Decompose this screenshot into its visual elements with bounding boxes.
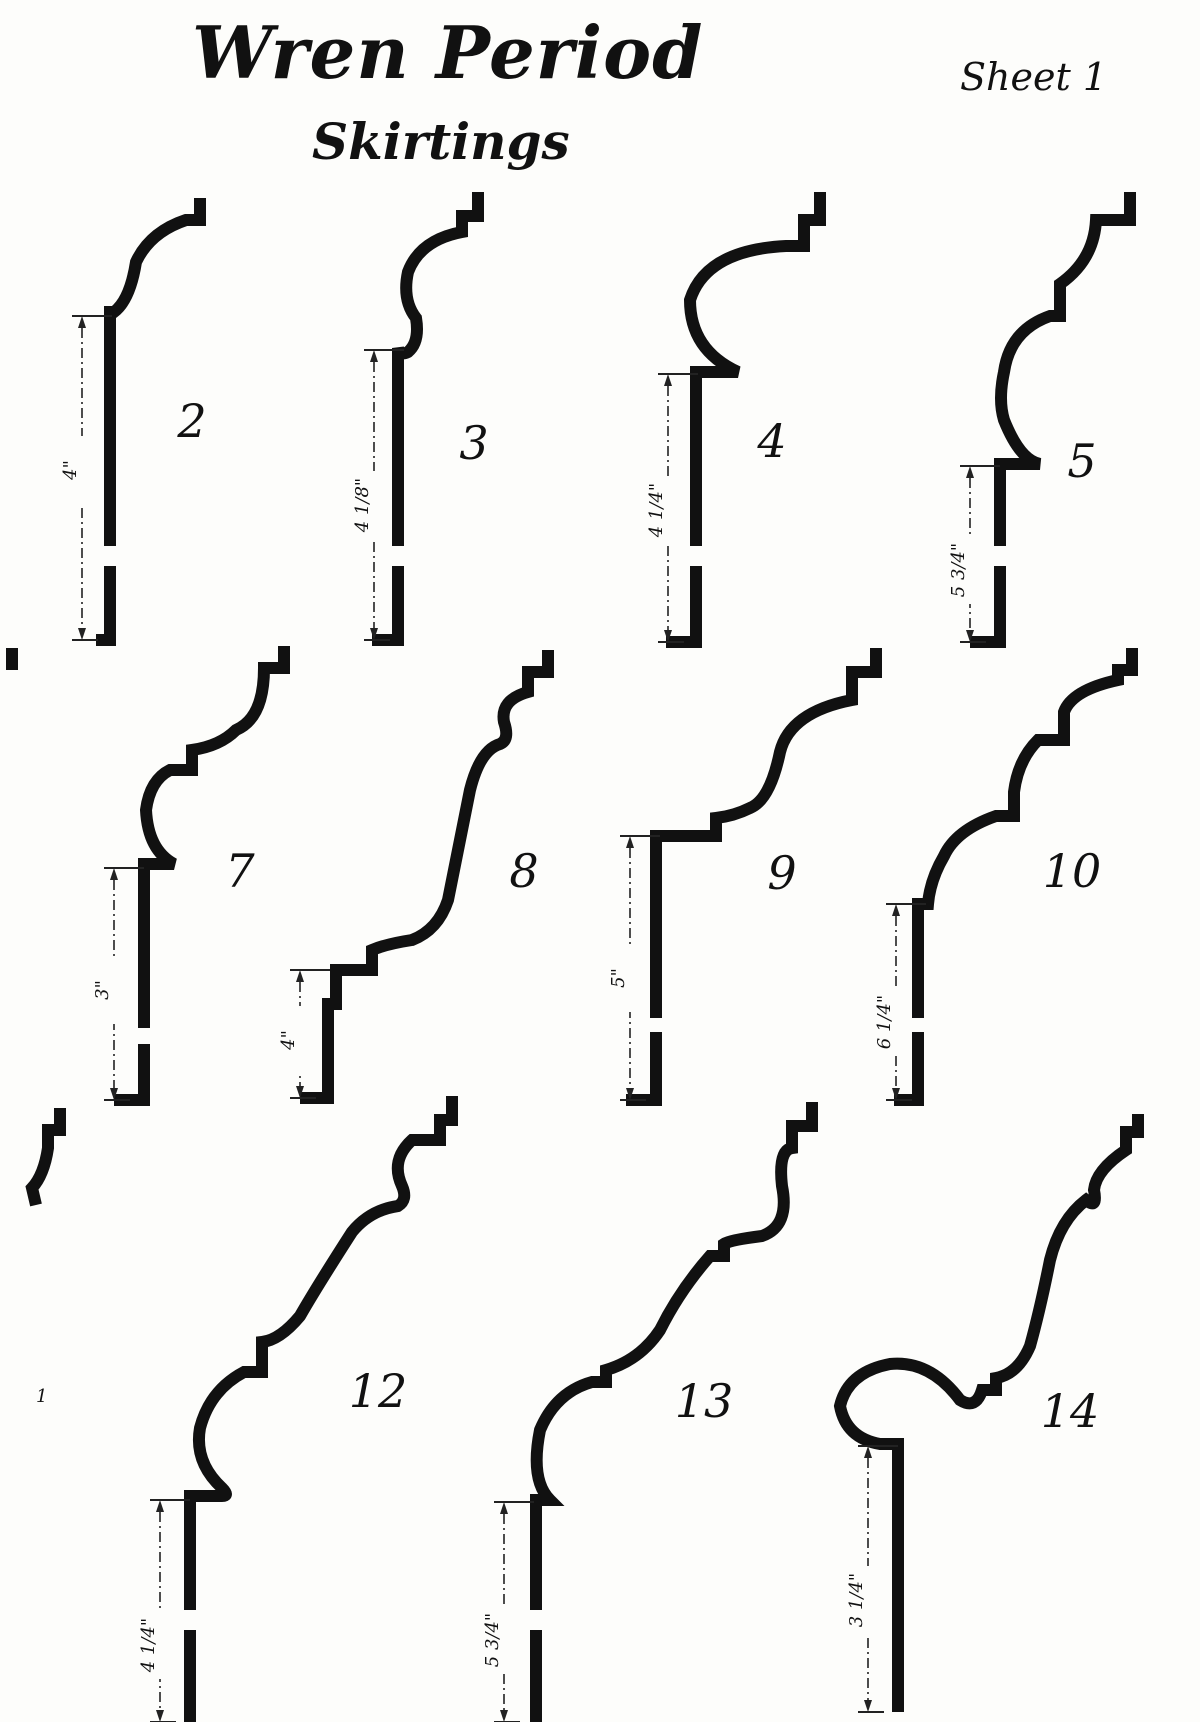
profile-number-2: 2 <box>177 394 207 448</box>
height-dimension-5: 5 3/4" <box>948 465 1000 643</box>
skirting-profile-7: 3" <box>92 646 290 1106</box>
profile-number-13: 13 <box>674 1374 734 1428</box>
arrow-up-icon <box>500 1502 508 1514</box>
dimension-label-backing <box>356 471 376 539</box>
skirting-profile-4: 4 1/4" <box>646 192 826 648</box>
height-dimension-7: 3" <box>92 867 144 1101</box>
dimension-label-2: 4" <box>60 460 81 481</box>
dimension-label-12: 4 1/4" <box>138 1618 159 1673</box>
profile-number-3: 3 <box>459 416 489 470</box>
profile-outline-4 <box>666 192 826 648</box>
arrow-down-icon <box>500 1710 508 1722</box>
dimension-label-13: 5 3/4" <box>482 1613 503 1667</box>
height-dimension-8: 4" <box>278 969 330 1099</box>
edge-fragment-number: 1 <box>36 1386 47 1407</box>
arrow-up-icon <box>664 374 672 386</box>
arrow-up-icon <box>156 1500 164 1512</box>
profile-outline-14 <box>833 1114 1144 1712</box>
sheet-title: Wren Period <box>192 10 704 95</box>
sheet-subtitle: Skirtings <box>312 112 570 171</box>
profile-number-5: 5 <box>1067 434 1097 488</box>
dimension-label-backing <box>952 536 972 604</box>
dimension-label-backing <box>850 1566 870 1634</box>
dimension-label-3: 4 1/8" <box>352 478 373 533</box>
dimension-label-7: 3" <box>92 980 113 1000</box>
skirting-profile-10: 6 1/4" <box>874 648 1138 1106</box>
skirting-profile-14: 3 1/4" <box>833 1114 1144 1713</box>
profile-number-14: 14 <box>1040 1384 1100 1438</box>
skirting-profile-12: 4 1/4" <box>138 1096 458 1722</box>
arrow-down-icon <box>110 1088 118 1100</box>
dimension-label-backing <box>96 956 116 1024</box>
profile-outline-13 <box>530 1102 818 1722</box>
profile-number-10: 10 <box>1042 844 1102 898</box>
dimension-label-backing <box>64 436 84 504</box>
profile-outline-5 <box>970 192 1136 648</box>
dimension-label-backing <box>612 944 632 1012</box>
dimension-label-4: 4 1/4" <box>646 483 667 538</box>
arrow-up-icon <box>110 868 118 880</box>
dimension-label-backing <box>486 1606 506 1674</box>
skirting-profile-2: 4" <box>60 198 206 646</box>
arrow-up-icon <box>864 1446 872 1458</box>
arrow-up-icon <box>370 350 378 362</box>
arrow-down-icon <box>296 1086 304 1098</box>
arrow-down-icon <box>966 630 974 642</box>
height-dimension-13: 5 3/4" <box>482 1501 534 1722</box>
profile-outline-9 <box>626 648 882 1106</box>
arrow-up-icon <box>626 836 634 848</box>
skirting-profile-13: 5 3/4" <box>482 1102 818 1722</box>
profile-number-4: 4 <box>757 414 787 468</box>
dimension-label-14: 3 1/4" <box>846 1573 867 1627</box>
skirting-profile-8: 4" <box>278 650 554 1104</box>
arrow-up-icon <box>892 904 900 916</box>
arrow-down-icon <box>626 1088 634 1100</box>
profile-number-8: 8 <box>509 844 539 898</box>
dimension-label-backing <box>878 988 898 1056</box>
profile-number-7: 7 <box>225 844 255 898</box>
dimension-label-8: 4" <box>278 1030 299 1051</box>
dimension-label-5: 5 3/4" <box>948 543 969 597</box>
arrow-down-icon <box>892 1088 900 1100</box>
dimension-label-9: 5" <box>608 968 629 988</box>
dimension-label-backing <box>282 1006 302 1074</box>
arrow-up-icon <box>966 466 974 478</box>
partial-profile-edge <box>25 1108 66 1207</box>
arrow-down-icon <box>664 630 672 642</box>
height-dimension-4: 4 1/4" <box>646 373 698 643</box>
sheet-number: Sheet 1 <box>960 55 1108 99</box>
profile-outline-7 <box>114 646 290 1106</box>
arrow-up-icon <box>296 970 304 982</box>
dimension-label-backing <box>650 476 670 544</box>
arrow-down-icon <box>156 1710 164 1722</box>
arrow-up-icon <box>78 316 86 328</box>
height-dimension-14: 3 1/4" <box>846 1445 898 1713</box>
height-dimension-12: 4 1/4" <box>138 1499 190 1722</box>
profile-outline-12 <box>184 1096 458 1722</box>
height-dimension-9: 5" <box>608 835 660 1101</box>
skirting-profile-5: 5 3/4" <box>948 192 1136 648</box>
height-dimension-3: 4 1/8" <box>352 349 404 641</box>
skirting-profile-9: 5" <box>608 648 882 1106</box>
arrow-down-icon <box>370 628 378 640</box>
dimension-label-backing <box>142 1611 162 1679</box>
profile-number-9: 9 <box>767 846 797 900</box>
profile-number-12: 12 <box>348 1364 408 1418</box>
height-dimension-10: 6 1/4" <box>874 903 926 1101</box>
arrow-down-icon <box>864 1700 872 1712</box>
skirting-profile-3: 4 1/8" <box>352 192 484 646</box>
profile-outline-8 <box>300 650 554 1104</box>
height-dimension-2: 4" <box>60 315 112 641</box>
arrow-down-icon <box>78 628 86 640</box>
profile-outline-2 <box>96 198 206 646</box>
dimension-label-10: 6 1/4" <box>874 995 895 1049</box>
